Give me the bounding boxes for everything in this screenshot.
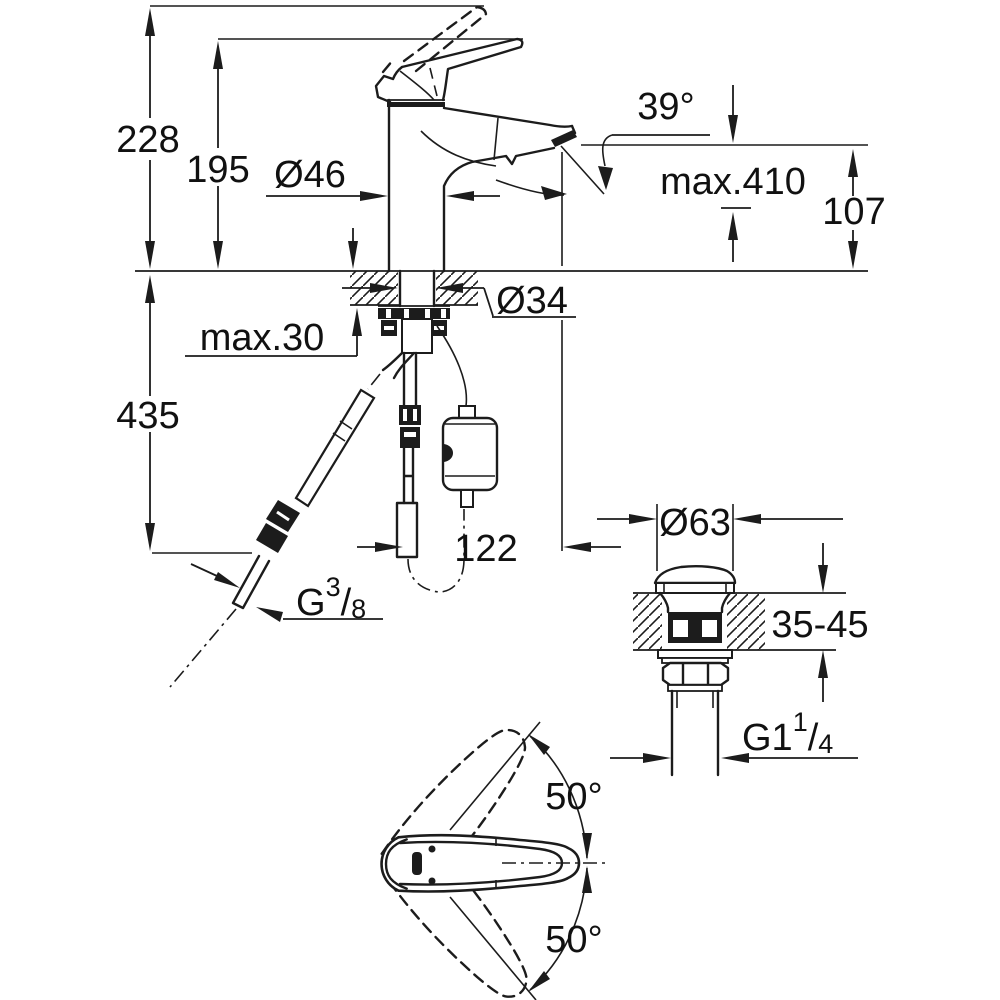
dim-34-label: Ø34 (496, 280, 568, 322)
dimensions-main: 228 195 Ø46 39° max.410 (116, 8, 886, 624)
faucet-body (387, 98, 605, 273)
dim-50-upper-label: 50° (545, 776, 602, 818)
handle-top-view: 50° 50° (380, 721, 610, 1000)
dim-50-lower-label: 50° (545, 919, 602, 961)
aerator-axis-line (560, 145, 605, 195)
dimension-435: 435 (116, 275, 180, 551)
hidden-edge (429, 67, 438, 97)
dim-max410-label: max.410 (660, 161, 806, 203)
dimension-34: Ø34 (342, 280, 576, 322)
hose-nut (256, 523, 288, 553)
dimension-max410: max.410 (660, 85, 806, 262)
dim-228-label: 228 (116, 119, 179, 161)
drain-detail-view: Ø63 35-45 G11/4 (597, 502, 869, 777)
mounting-hardware (378, 305, 450, 354)
dimension-g38: G3/8 (190, 563, 383, 624)
dim-46-label: Ø46 (274, 154, 346, 196)
connection-centerline (407, 509, 465, 593)
dimension-107: 107 (822, 149, 886, 269)
dimension-228: 228 (116, 8, 180, 269)
cable (436, 325, 468, 407)
dimension-63: Ø63 (597, 502, 843, 544)
handle-slot (412, 852, 422, 875)
dim-195-label: 195 (186, 149, 249, 191)
handle-swivel-positions (380, 728, 528, 998)
handle-raised-position (381, 5, 488, 74)
supply-hose-diagonal (169, 351, 416, 688)
dimension-max30: max.30 (185, 228, 362, 359)
handle-base-seam (387, 102, 445, 107)
dim-max30-label: max.30 (200, 317, 325, 359)
faucet-side-view (135, 5, 868, 688)
dimension-195: 195 (186, 41, 250, 269)
dimension-3545: 35-45 (771, 543, 869, 702)
dim-107-label: 107 (822, 191, 885, 233)
dimension-50-lower: 50° (528, 866, 603, 992)
handle-side (374, 5, 524, 107)
dim-39-label: 39° (637, 86, 694, 128)
drain-nut-and-pipe (657, 649, 733, 777)
dimension-g114: G11/4 (610, 707, 858, 763)
supply-hose-vertical (395, 351, 421, 559)
dim-g38-label: G3/8 (296, 572, 366, 624)
control-box (436, 325, 499, 508)
dimension-39deg: 39° (598, 86, 710, 190)
dimension-50-upper: 50° (528, 734, 603, 860)
aerator-tip (551, 130, 577, 147)
dim-3545-label: 35-45 (771, 604, 868, 646)
dim-122-label: 122 (454, 528, 517, 570)
dim-g114-label: G11/4 (742, 707, 833, 759)
shank-stub (401, 318, 433, 354)
dimension-46: Ø46 (266, 154, 500, 201)
dimension-122: 122 (357, 528, 621, 570)
drain-plug (653, 565, 737, 643)
reference-lines (150, 5, 868, 554)
dim-63-label: Ø63 (659, 502, 731, 544)
dim-435-label: 435 (116, 395, 179, 437)
